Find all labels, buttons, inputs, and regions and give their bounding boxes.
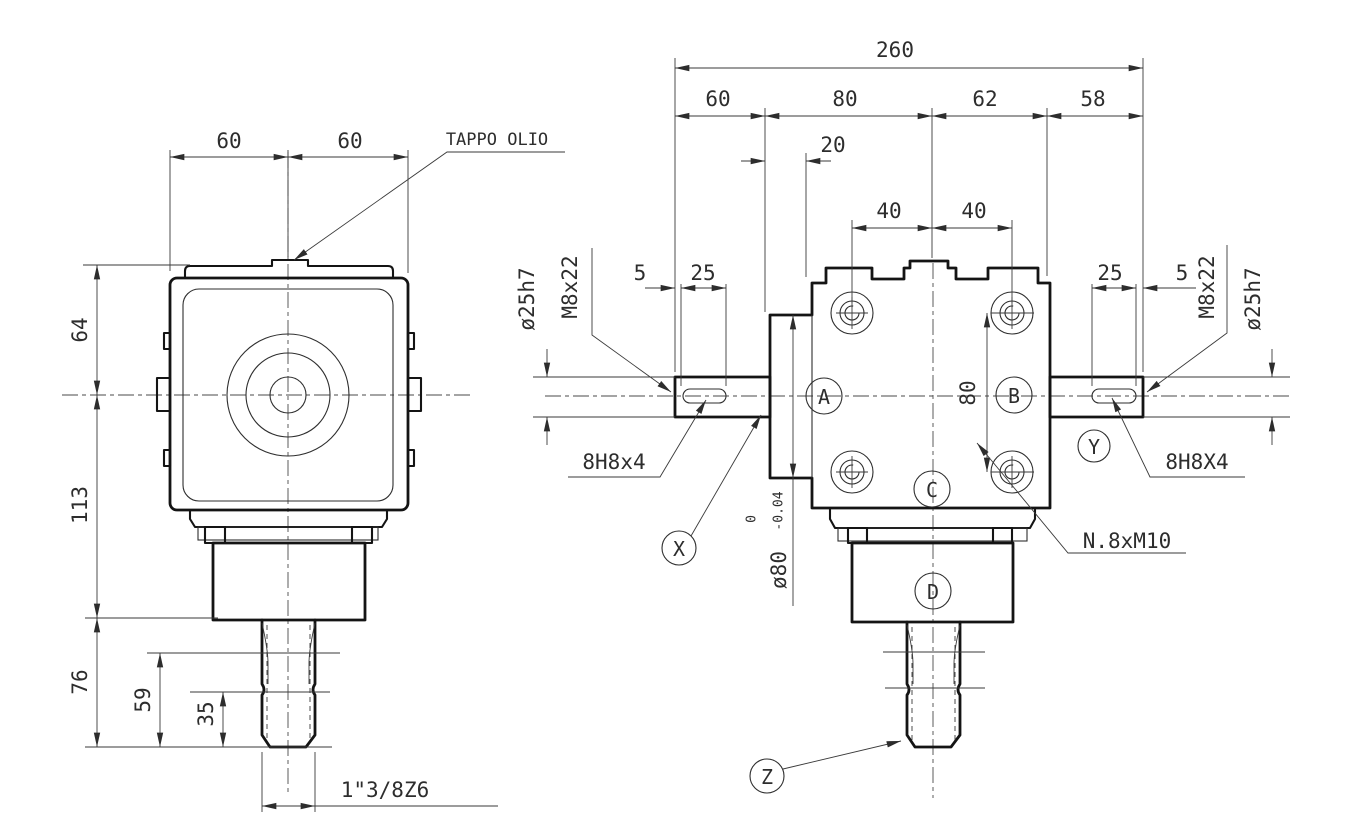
front-right-lug-upper xyxy=(406,331,416,351)
side-dim-bolt-vertical: 80 xyxy=(956,312,1034,473)
dim-seg-body-right: 62 xyxy=(972,87,997,111)
front-foot-right xyxy=(350,525,374,545)
front-inner-face xyxy=(182,288,394,502)
side-dim-shaft-dia-left: ø25h7 xyxy=(515,267,675,445)
front-bore-circle-inner xyxy=(269,376,307,414)
side-dim-bolt-span: 40 40 xyxy=(851,199,1013,303)
dim-key-offset-left: 5 xyxy=(634,261,647,285)
dim-shaft-dia-left: ø25h7 xyxy=(515,267,539,330)
side-flange-plate xyxy=(828,506,1037,530)
front-dim-width: 60 60 xyxy=(169,129,409,273)
front-dim-heights: 64 113 76 59 35 xyxy=(68,264,332,748)
balloon-d: D xyxy=(927,580,939,604)
dim-spigot-tol-lower: -0.04 xyxy=(772,491,787,530)
balloon-y: Y xyxy=(1088,435,1100,459)
dim-width-right: 60 xyxy=(337,129,362,153)
dim-seg-body-left: 80 xyxy=(832,87,857,111)
dim-spline: 1"3/8Z6 xyxy=(341,778,430,802)
side-callout-keyway-left: 8H8x4 xyxy=(568,399,707,478)
side-callout-keyway-right: 8H8X4 xyxy=(1111,397,1245,478)
front-bore-circle-outer xyxy=(226,333,350,457)
dim-spigot-depth: 20 xyxy=(820,133,845,157)
front-dim-spline: 1"3/8Z6 xyxy=(261,752,498,812)
front-left-tab xyxy=(155,376,172,413)
balloon-b: B xyxy=(1008,384,1020,408)
side-dim-keyway-left: 5 25 xyxy=(634,261,727,386)
front-top-cap xyxy=(183,258,395,278)
side-dim-keyway-right: 25 5 xyxy=(1091,261,1196,386)
dim-height-top: 64 xyxy=(68,317,92,342)
side-callout-bolt-pattern: N.8xM10 xyxy=(976,442,1186,554)
balloon-x: X xyxy=(673,537,685,561)
front-body-outline xyxy=(168,276,410,512)
callout-keyway-right: 8H8X4 xyxy=(1165,450,1228,474)
dim-bolt-span-right: 40 xyxy=(961,199,986,223)
balloon-a: A xyxy=(818,385,830,409)
side-dim-shaft-dia-right: ø25h7 xyxy=(1143,267,1290,445)
front-left-lug-upper xyxy=(162,331,172,351)
front-right-lug-lower xyxy=(406,448,416,468)
side-balloon-x: X xyxy=(661,414,762,566)
side-callout-thread-left: M8x22 xyxy=(558,248,672,393)
callout-thread-left: M8x22 xyxy=(558,255,582,318)
front-output-shaft xyxy=(260,618,317,749)
side-dim-spigot-dia: ø80 -0.04 0 xyxy=(745,315,797,606)
side-shaft-right xyxy=(1048,375,1145,419)
dim-height-mid: 113 xyxy=(68,486,92,524)
dim-width-left: 60 xyxy=(216,129,241,153)
front-right-tab xyxy=(406,376,423,413)
dim-seg-right: 58 xyxy=(1080,87,1105,111)
front-foot-left xyxy=(203,525,227,545)
callout-oil-plug: TAPPO OLIO xyxy=(446,130,548,150)
dim-spigot-dia: ø80 xyxy=(767,551,791,589)
dim-key-length-right: 25 xyxy=(1097,261,1122,285)
dim-spigot-tol-upper: 0 xyxy=(745,515,760,523)
side-output-housing xyxy=(850,541,1015,624)
front-view: 60 60 TAPPO OLIO 64 113 76 59 35 xyxy=(62,129,565,812)
front-oil-plug-callout: TAPPO OLIO xyxy=(293,130,565,261)
side-balloons-faces: A B C D xyxy=(805,376,1033,610)
front-spline-runout-left xyxy=(261,622,269,684)
front-spline-runout-right xyxy=(308,622,316,684)
front-output-housing xyxy=(211,541,367,622)
side-view: 260 60 80 62 58 20 40 40 xyxy=(515,38,1292,798)
balloon-c: C xyxy=(926,478,938,502)
callout-keyway-left: 8H8x4 xyxy=(582,450,645,474)
dim-shaft-upper: 59 xyxy=(131,687,155,712)
dim-shaft-dia-right: ø25h7 xyxy=(1241,267,1265,330)
side-dim-chain: 260 60 80 62 58 20 xyxy=(674,38,1144,372)
dim-key-offset-right: 5 xyxy=(1176,261,1189,285)
dim-total-width: 260 xyxy=(876,38,914,62)
dim-bolt-span-vertical: 80 xyxy=(956,380,980,405)
side-bolt-holes xyxy=(830,291,1034,494)
callout-bolt-pattern: N.8xM10 xyxy=(1083,529,1172,553)
dim-shaft-lower: 35 xyxy=(194,701,218,726)
dim-bolt-span-left: 40 xyxy=(876,199,901,223)
front-bore-circle-mid xyxy=(245,352,331,438)
front-flange-strip xyxy=(197,526,379,541)
dim-height-bottom: 76 xyxy=(68,669,92,694)
side-output-shaft xyxy=(905,620,962,749)
dim-seg-left: 60 xyxy=(705,87,730,111)
side-balloon-y: Y xyxy=(1077,429,1111,463)
side-callout-thread-right: M8x22 xyxy=(1146,245,1228,393)
callout-thread-right: M8x22 xyxy=(1195,255,1219,318)
side-shaft-left xyxy=(673,375,772,419)
front-flange-plate xyxy=(188,508,389,529)
side-flange-strip xyxy=(837,527,1028,542)
balloon-z: Z xyxy=(761,765,773,789)
dim-key-length-left: 25 xyxy=(690,261,715,285)
side-balloon-z: Z xyxy=(749,740,902,794)
front-left-lug-lower xyxy=(162,448,172,468)
